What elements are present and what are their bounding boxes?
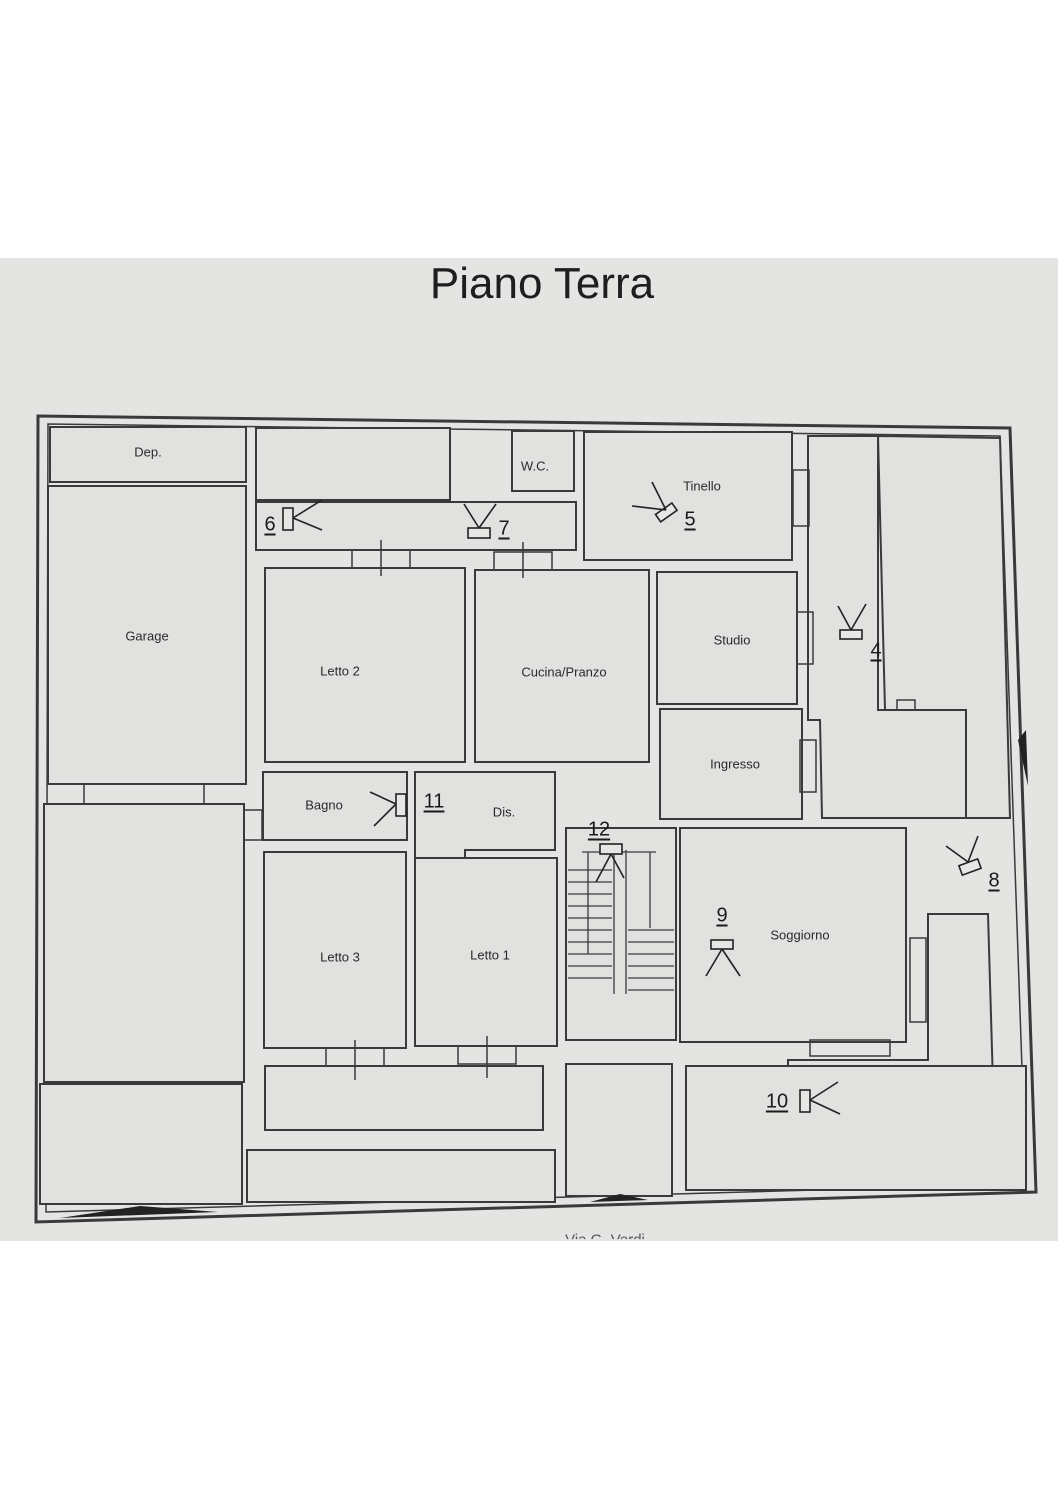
room-label-letto3: Letto 3 — [320, 949, 360, 965]
room-label-garage: Garage — [125, 628, 169, 644]
room-letto3 — [263, 851, 407, 1049]
room-label-soggiorno: Soggiorno — [770, 927, 830, 943]
camera-icon — [631, 481, 679, 523]
window-icon — [809, 1039, 891, 1057]
room-right-outer — [876, 434, 1012, 819]
camera-icon — [945, 835, 983, 877]
window-icon — [83, 783, 205, 805]
room-bagno — [262, 771, 408, 841]
room-tinello — [583, 431, 793, 561]
room-label-studio: Studio — [713, 632, 751, 648]
room-label-wc: W.C. — [520, 458, 550, 474]
window-icon — [896, 699, 916, 711]
camera-icon — [463, 503, 497, 539]
room-label-letto1: Letto 1 — [470, 947, 510, 963]
room-left-bottom — [39, 1083, 243, 1205]
window-icon — [796, 611, 814, 665]
window-icon — [792, 469, 810, 527]
camera-icon — [799, 1081, 841, 1115]
camera-number-11: 11 — [423, 790, 445, 813]
camera-number-9: 9 — [716, 904, 728, 927]
room-upper-store — [255, 427, 451, 501]
camera-number-6: 6 — [264, 513, 276, 536]
room-label-letto2: Letto 2 — [320, 663, 360, 679]
camera-number-12: 12 — [587, 818, 611, 841]
room-bottom-right — [685, 1065, 1027, 1191]
window-icon — [799, 739, 817, 793]
plan-title: Piano Terra — [429, 259, 655, 308]
room-garage — [47, 485, 247, 785]
room-label-cucina-pranzo: Cucina/Pranzo — [521, 664, 607, 680]
window-icon — [909, 937, 927, 1023]
stair-area — [565, 827, 677, 1041]
room-wc — [511, 430, 575, 492]
camera-icon — [282, 499, 323, 531]
room-studio — [656, 571, 798, 705]
camera-icon — [705, 939, 741, 977]
stairs — [568, 850, 674, 994]
room-label-dep: Dep. — [134, 444, 162, 460]
camera-number-10: 10 — [765, 1090, 789, 1113]
room-label-dis: Dis. — [492, 804, 516, 820]
room-bottom-mid — [565, 1063, 673, 1197]
room-label-tinello: Tinello — [683, 478, 721, 494]
camera-number-4: 4 — [870, 639, 882, 662]
room-bottom-left — [264, 1065, 544, 1131]
room-label-ingresso: Ingresso — [710, 756, 760, 772]
room-letto1 — [414, 857, 558, 1047]
room-letto2 — [264, 567, 466, 763]
window-icon — [243, 809, 263, 841]
outer-wall — [34, 414, 1038, 1224]
room-cucina-pranzo — [474, 569, 650, 763]
entrance-triangle-icon — [60, 730, 1028, 1218]
camera-icon — [837, 603, 867, 640]
camera-number-8: 8 — [988, 869, 1000, 892]
camera-icon — [369, 791, 407, 827]
room-left-middle — [43, 803, 245, 1083]
room-dep — [49, 426, 247, 483]
camera-number-7: 7 — [498, 517, 510, 540]
room-soggiorno — [679, 827, 907, 1043]
camera-icon — [595, 843, 625, 883]
room-label-bagno: Bagno — [305, 797, 343, 813]
street-label: Via G. Verdi — [565, 1231, 645, 1249]
camera-number-5: 5 — [684, 508, 696, 531]
room-bottom-long — [246, 1149, 556, 1203]
room-ingresso — [659, 708, 803, 820]
corridor-upper — [255, 501, 577, 551]
